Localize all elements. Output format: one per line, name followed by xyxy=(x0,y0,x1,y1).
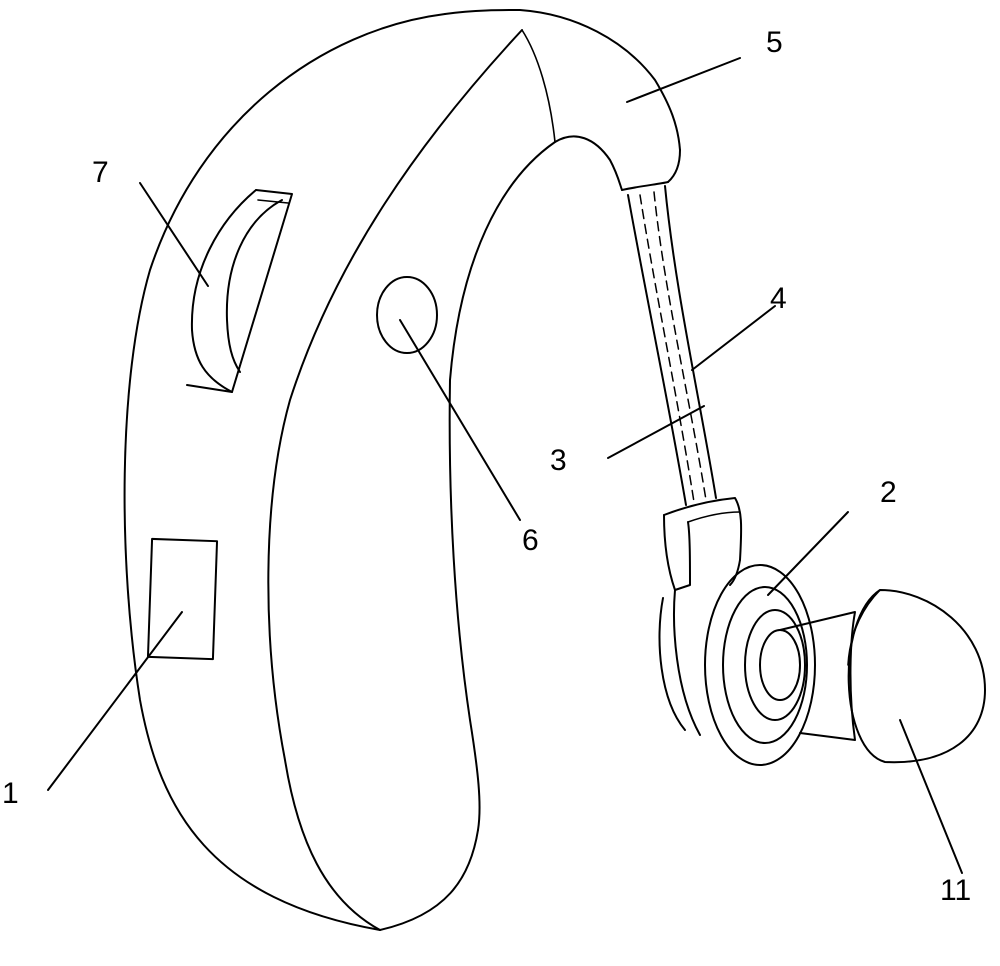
label-part-11: 11 xyxy=(940,874,971,907)
ear-tip xyxy=(779,589,986,764)
leader-lines xyxy=(47,57,963,874)
label-part-5: 5 xyxy=(766,26,783,59)
label-part-7: 7 xyxy=(92,156,109,189)
sound-tube xyxy=(627,185,717,506)
label-part-4: 4 xyxy=(770,282,787,315)
ear-hook xyxy=(621,149,681,191)
hearing-aid-body xyxy=(123,9,681,931)
label-part-3: 3 xyxy=(550,444,567,477)
rectangular-window xyxy=(146,537,219,661)
volume-wheel xyxy=(186,189,293,393)
label-part-1: 1 xyxy=(2,777,19,810)
receiver-rings xyxy=(658,564,816,766)
round-button xyxy=(376,276,438,354)
label-part-6: 6 xyxy=(522,524,539,557)
label-part-2: 2 xyxy=(880,476,897,509)
tube-connector xyxy=(663,497,743,591)
